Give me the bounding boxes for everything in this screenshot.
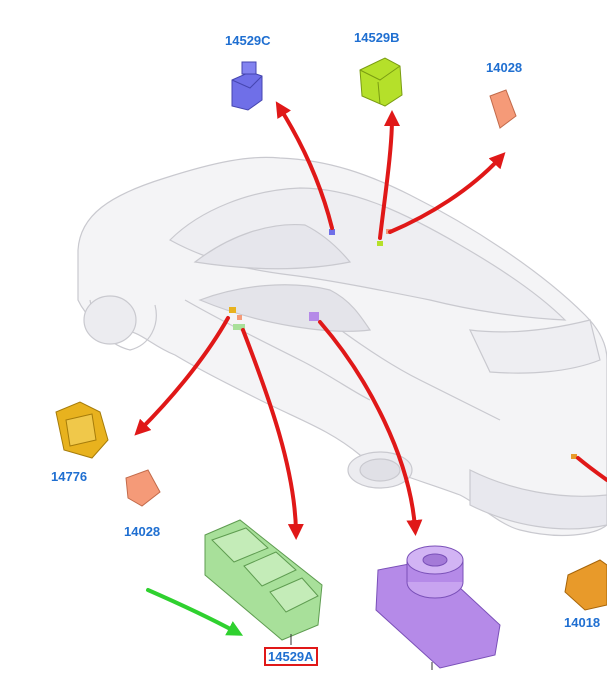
label-14018: 14018 <box>564 615 601 630</box>
part-14529C <box>231 61 263 111</box>
part-rotary-knob <box>375 545 501 669</box>
label-14028-left: 14028 <box>124 524 161 539</box>
arrow-to-14776 <box>134 316 230 436</box>
part-14018 <box>564 559 607 611</box>
label-14529C: 14529C <box>225 33 271 48</box>
label-14028-top: 14028 <box>486 60 523 75</box>
label-14529B: 14529B <box>354 30 400 45</box>
arrow-to-rotary-knob <box>318 320 423 536</box>
part-14028-left <box>125 469 161 507</box>
arrow-to-14529C <box>275 101 334 230</box>
part-14776 <box>55 401 109 459</box>
part-14028-top <box>489 89 517 129</box>
label-14776: 14776 <box>51 469 88 484</box>
green-arrow <box>146 588 244 636</box>
part-14529B <box>359 57 403 107</box>
red-arrows <box>134 101 607 540</box>
vehicle-outline <box>77 156 607 537</box>
arrow-to-14028-top <box>388 152 506 234</box>
part-14529A <box>204 519 323 641</box>
arrow-to-14529A <box>241 328 304 540</box>
label-14529A: 14529A <box>264 647 318 666</box>
arrow-to-14018 <box>576 456 607 482</box>
arrow-to-14529B <box>378 110 400 240</box>
leader-lines <box>290 634 433 670</box>
